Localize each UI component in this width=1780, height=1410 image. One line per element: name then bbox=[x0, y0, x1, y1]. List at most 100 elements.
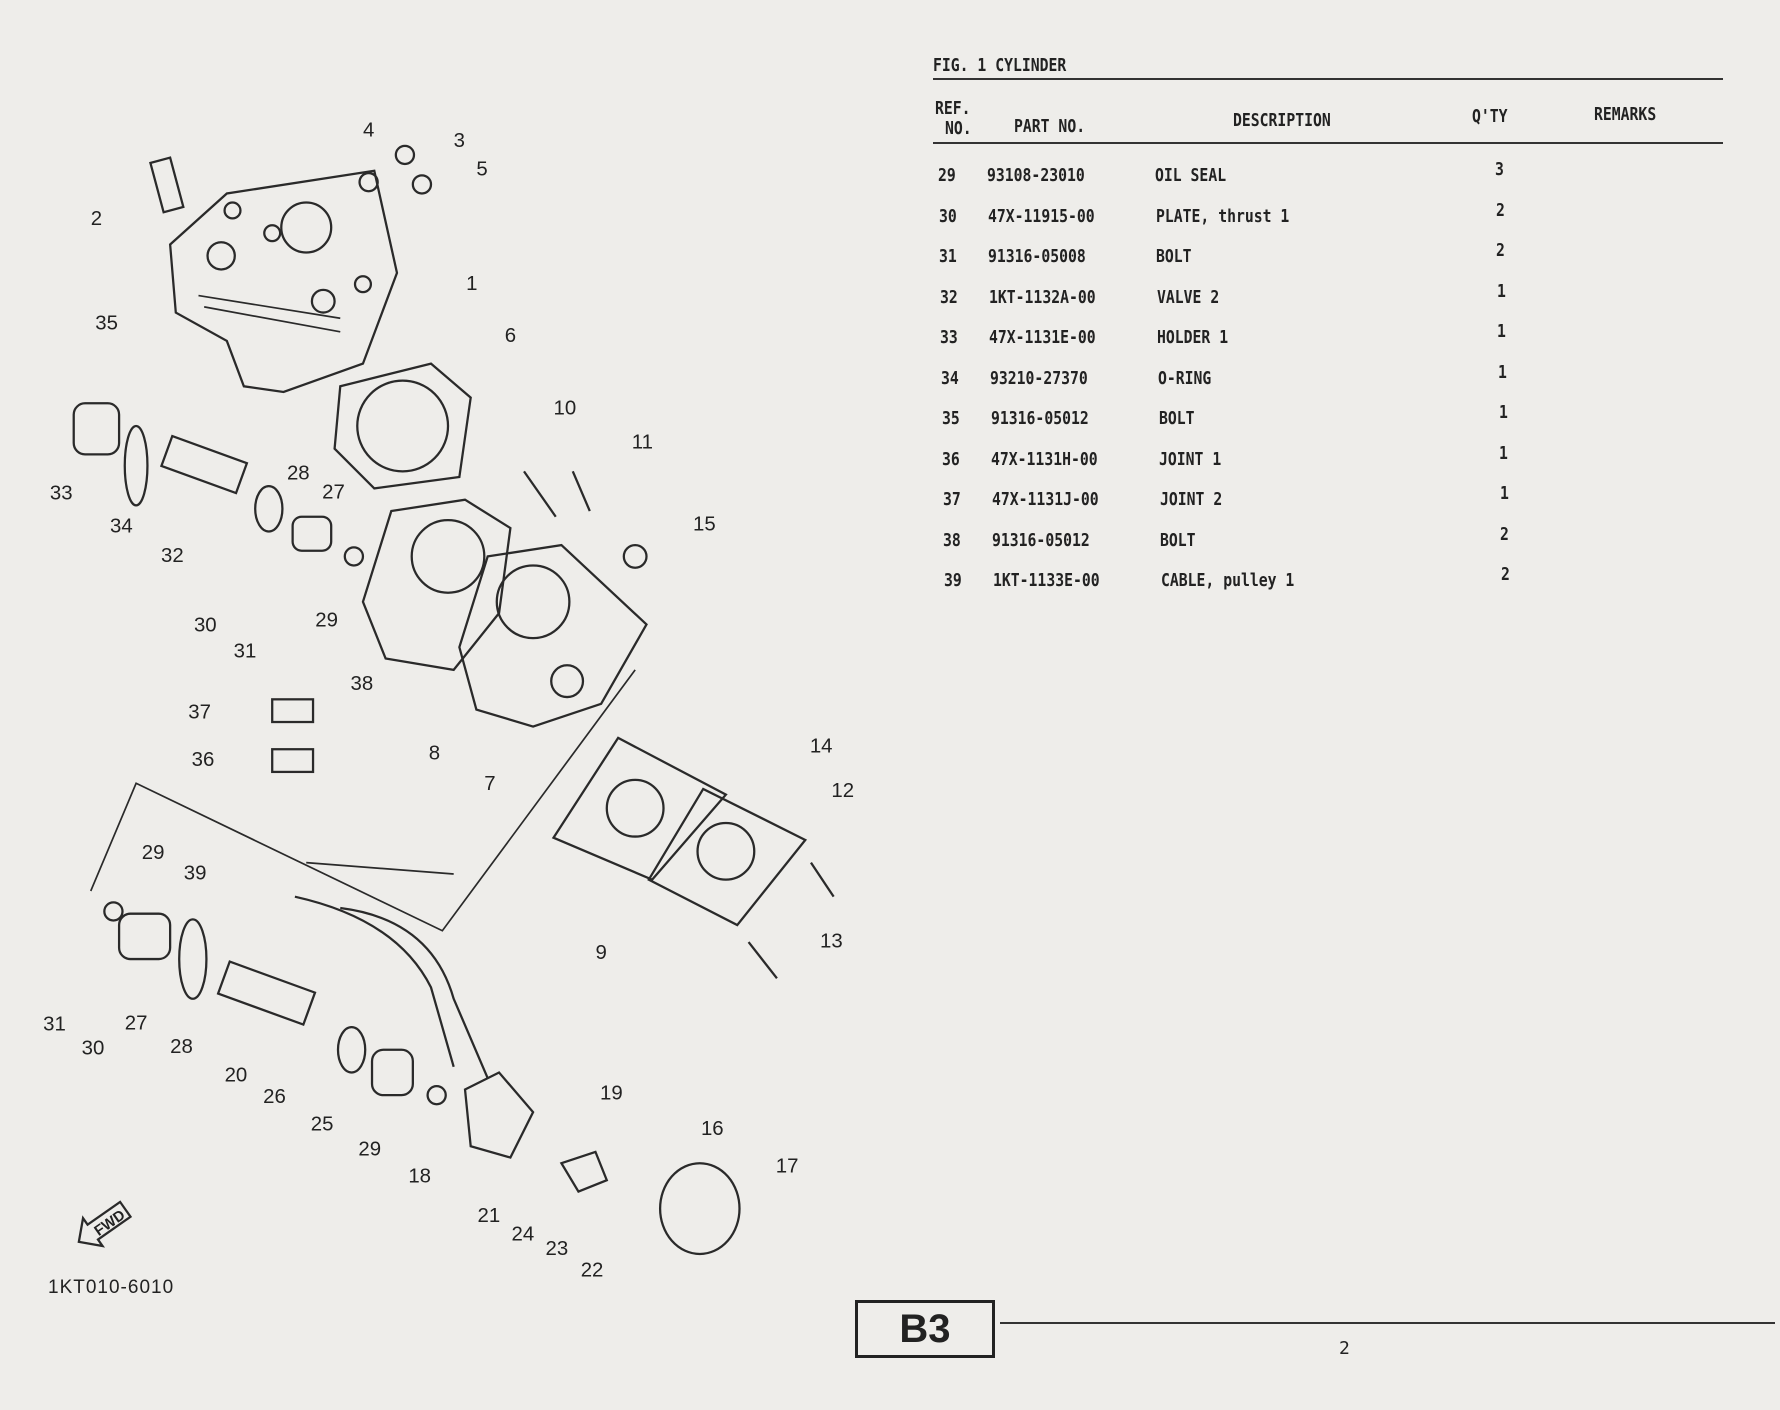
oil-seal bbox=[426, 1084, 447, 1106]
callout: 35 bbox=[95, 313, 118, 335]
callout: 26 bbox=[263, 1086, 286, 1108]
valve bbox=[216, 960, 317, 1027]
callout: 29 bbox=[358, 1138, 381, 1160]
row-description: PLATE, thrust 1 bbox=[1155, 205, 1289, 227]
o-ring bbox=[254, 484, 284, 533]
callout: 28 bbox=[287, 462, 310, 484]
callout: 31 bbox=[234, 640, 257, 662]
callout: 32 bbox=[161, 545, 184, 567]
callout: 38 bbox=[350, 673, 373, 695]
row-description: BOLT bbox=[1156, 246, 1192, 267]
oil-seal bbox=[103, 901, 124, 922]
header-qty: Q'TY bbox=[1472, 106, 1508, 127]
holder bbox=[291, 515, 333, 552]
washer bbox=[411, 174, 433, 195]
spark-plug bbox=[149, 156, 185, 214]
row-description: HOLDER 1 bbox=[1157, 327, 1229, 348]
row-part-no: 47X-11915-00 bbox=[987, 205, 1095, 227]
callout: 16 bbox=[701, 1118, 724, 1140]
row-qty: 1 bbox=[1498, 402, 1508, 423]
holder bbox=[370, 1048, 414, 1097]
callout: 39 bbox=[184, 863, 207, 885]
o-ring bbox=[336, 1025, 367, 1074]
callout: 13 bbox=[820, 931, 843, 953]
row-description: JOINT 2 bbox=[1159, 489, 1223, 510]
divider bbox=[933, 78, 1723, 80]
exploded-parts-diagram: 4 3 5 2 1 6 35 33 34 32 28 27 10 11 15 2… bbox=[43, 120, 854, 1282]
header-remarks: REMARKS bbox=[1594, 104, 1657, 125]
pulley bbox=[559, 1150, 609, 1193]
callout: 18 bbox=[408, 1166, 431, 1188]
callout: 11 bbox=[632, 432, 653, 454]
cover bbox=[658, 1162, 741, 1256]
row-qty: 2 bbox=[1495, 199, 1505, 221]
base-gaskets bbox=[551, 736, 808, 927]
nut bbox=[358, 171, 379, 193]
callout: 24 bbox=[512, 1223, 535, 1245]
callout: 31 bbox=[43, 1014, 66, 1036]
row-description: OIL SEAL bbox=[1155, 165, 1227, 186]
row-description: BOLT bbox=[1158, 408, 1195, 429]
row-part-no: 1KT-1132A-00 bbox=[988, 286, 1096, 308]
row-ref: 29 bbox=[938, 165, 956, 186]
callout: 28 bbox=[170, 1036, 193, 1058]
cable bbox=[340, 906, 489, 1079]
callout: 8 bbox=[429, 742, 440, 764]
row-qty: 2 bbox=[1501, 564, 1510, 585]
nut bbox=[622, 543, 648, 569]
callout: 15 bbox=[693, 513, 716, 535]
row-qty: 1 bbox=[1499, 483, 1509, 504]
callout: 3 bbox=[454, 130, 465, 152]
row-part-no: 91316-05012 bbox=[992, 529, 1091, 551]
callout: 34 bbox=[110, 516, 133, 538]
row-part-no: 47X-1131H-00 bbox=[991, 448, 1098, 470]
row-part-no: 47X-1131E-00 bbox=[989, 327, 1097, 348]
row-qty: 1 bbox=[1496, 280, 1506, 302]
cylinder-head bbox=[168, 169, 399, 394]
head-gasket bbox=[333, 362, 472, 490]
holder bbox=[72, 402, 121, 456]
callout: 1 bbox=[466, 273, 477, 295]
callout: 27 bbox=[125, 1012, 148, 1034]
row-description: CABLE, pulley 1 bbox=[1161, 570, 1295, 591]
row-part-no: 93108-23010 bbox=[987, 165, 1085, 186]
callout: 12 bbox=[831, 780, 854, 802]
row-qty: 1 bbox=[1498, 361, 1507, 383]
row-description: VALVE 2 bbox=[1156, 286, 1220, 308]
o-ring bbox=[178, 918, 208, 1000]
cable bbox=[294, 895, 455, 1068]
stud-bolt bbox=[523, 470, 557, 518]
row-ref: 36 bbox=[942, 448, 960, 470]
row-ref: 37 bbox=[942, 489, 961, 510]
callout: 29 bbox=[315, 610, 338, 632]
oil-seal bbox=[343, 546, 365, 567]
row-qty: 2 bbox=[1496, 240, 1506, 261]
callout: 17 bbox=[776, 1155, 799, 1177]
row-ref: 30 bbox=[938, 205, 957, 227]
row-part-no: 47X-1131J-00 bbox=[991, 489, 1099, 510]
joint bbox=[271, 748, 315, 774]
joint bbox=[271, 698, 315, 724]
row-part-no: 1KT-1133E-00 bbox=[993, 570, 1100, 591]
callout: 7 bbox=[484, 773, 495, 795]
header-ref-1: REF. bbox=[935, 98, 971, 119]
row-ref: 34 bbox=[941, 367, 959, 389]
callout: 2 bbox=[91, 208, 102, 230]
callout: 14 bbox=[810, 736, 833, 758]
stud bbox=[810, 862, 835, 898]
row-ref: 39 bbox=[944, 570, 962, 591]
row-description: BOLT bbox=[1160, 529, 1196, 551]
holder bbox=[117, 912, 172, 961]
header-description: DESCRIPTION bbox=[1233, 110, 1331, 131]
callout: 20 bbox=[225, 1065, 248, 1087]
stud bbox=[747, 941, 778, 980]
callout: 33 bbox=[50, 483, 73, 505]
callout: 37 bbox=[188, 702, 211, 724]
callout: 9 bbox=[595, 942, 606, 964]
header-ref-2: NO. bbox=[945, 118, 972, 139]
pulley-housing bbox=[463, 1071, 535, 1159]
divider bbox=[933, 142, 1723, 144]
callout: 4 bbox=[363, 120, 374, 142]
callout: 25 bbox=[311, 1113, 334, 1135]
row-part-no: 91316-05008 bbox=[988, 246, 1086, 267]
